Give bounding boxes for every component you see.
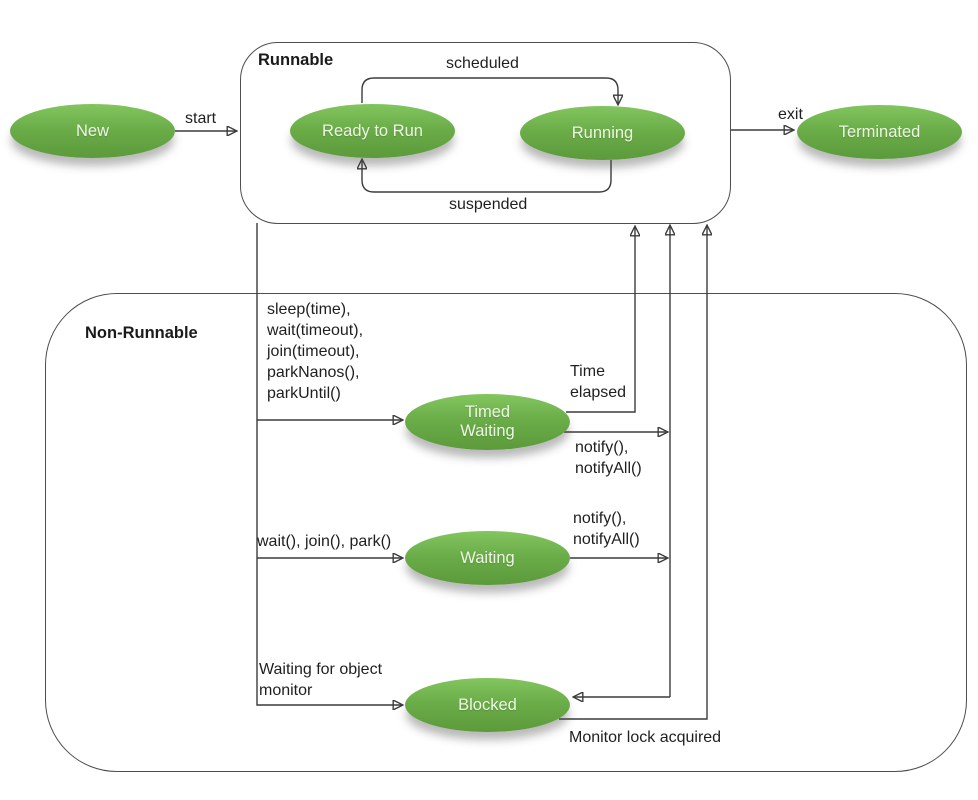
arrow-to-blocked [256,223,402,705]
transition-label-time-elapsed: Time elapsed [570,363,627,401]
state-ready-to-run-label: Ready to Run [322,121,423,140]
arrow-monitor-acquired [559,226,707,720]
state-terminated: Terminated [797,105,962,159]
state-waiting: Waiting [405,531,570,585]
state-timed-waiting-label: Timed Waiting [460,403,515,440]
runnable-group-box [240,42,731,224]
non-runnable-group-title: Non-Runnable [85,324,198,342]
state-running-label: Running [571,123,634,142]
transition-label-sleep-wait-join-park: sleep(time), wait(timeout), join(timeout… [267,301,364,402]
runnable-group-title: Runnable [258,51,334,69]
arrow-scheduled [361,77,618,104]
state-running: Running [520,106,685,160]
transition-label-scheduled: scheduled [446,55,519,72]
transition-label-wait-join-park: wait(), join(), park() [257,533,392,550]
state-ready-to-run: Ready to Run [290,104,455,158]
state-blocked: Blocked [405,678,570,732]
transition-label-notify-from-waiting: notify(), notifyAll() [573,510,640,548]
transition-label-notify-from-timed: notify(), notifyAll() [575,439,642,477]
transition-label-monitor-lock-acquired: Monitor lock acquired [569,729,722,746]
state-new-label: New [75,121,109,140]
arrow-suspended [362,160,612,193]
state-timed-waiting: Timed Waiting [405,394,570,450]
state-terminated-label: Terminated [838,122,921,141]
state-waiting-label: Waiting [460,548,515,567]
non-runnable-group-box [45,293,967,772]
transition-label-exit: exit [778,106,803,123]
state-blocked-label: Blocked [458,695,517,714]
transition-label-start: start [185,110,217,127]
arrow-time-elapsed [566,227,635,413]
transition-label-waiting-for-object-monitor: Waiting for object monitor [259,661,383,699]
state-new: New [10,104,175,158]
transition-label-suspended: suspended [449,196,528,213]
